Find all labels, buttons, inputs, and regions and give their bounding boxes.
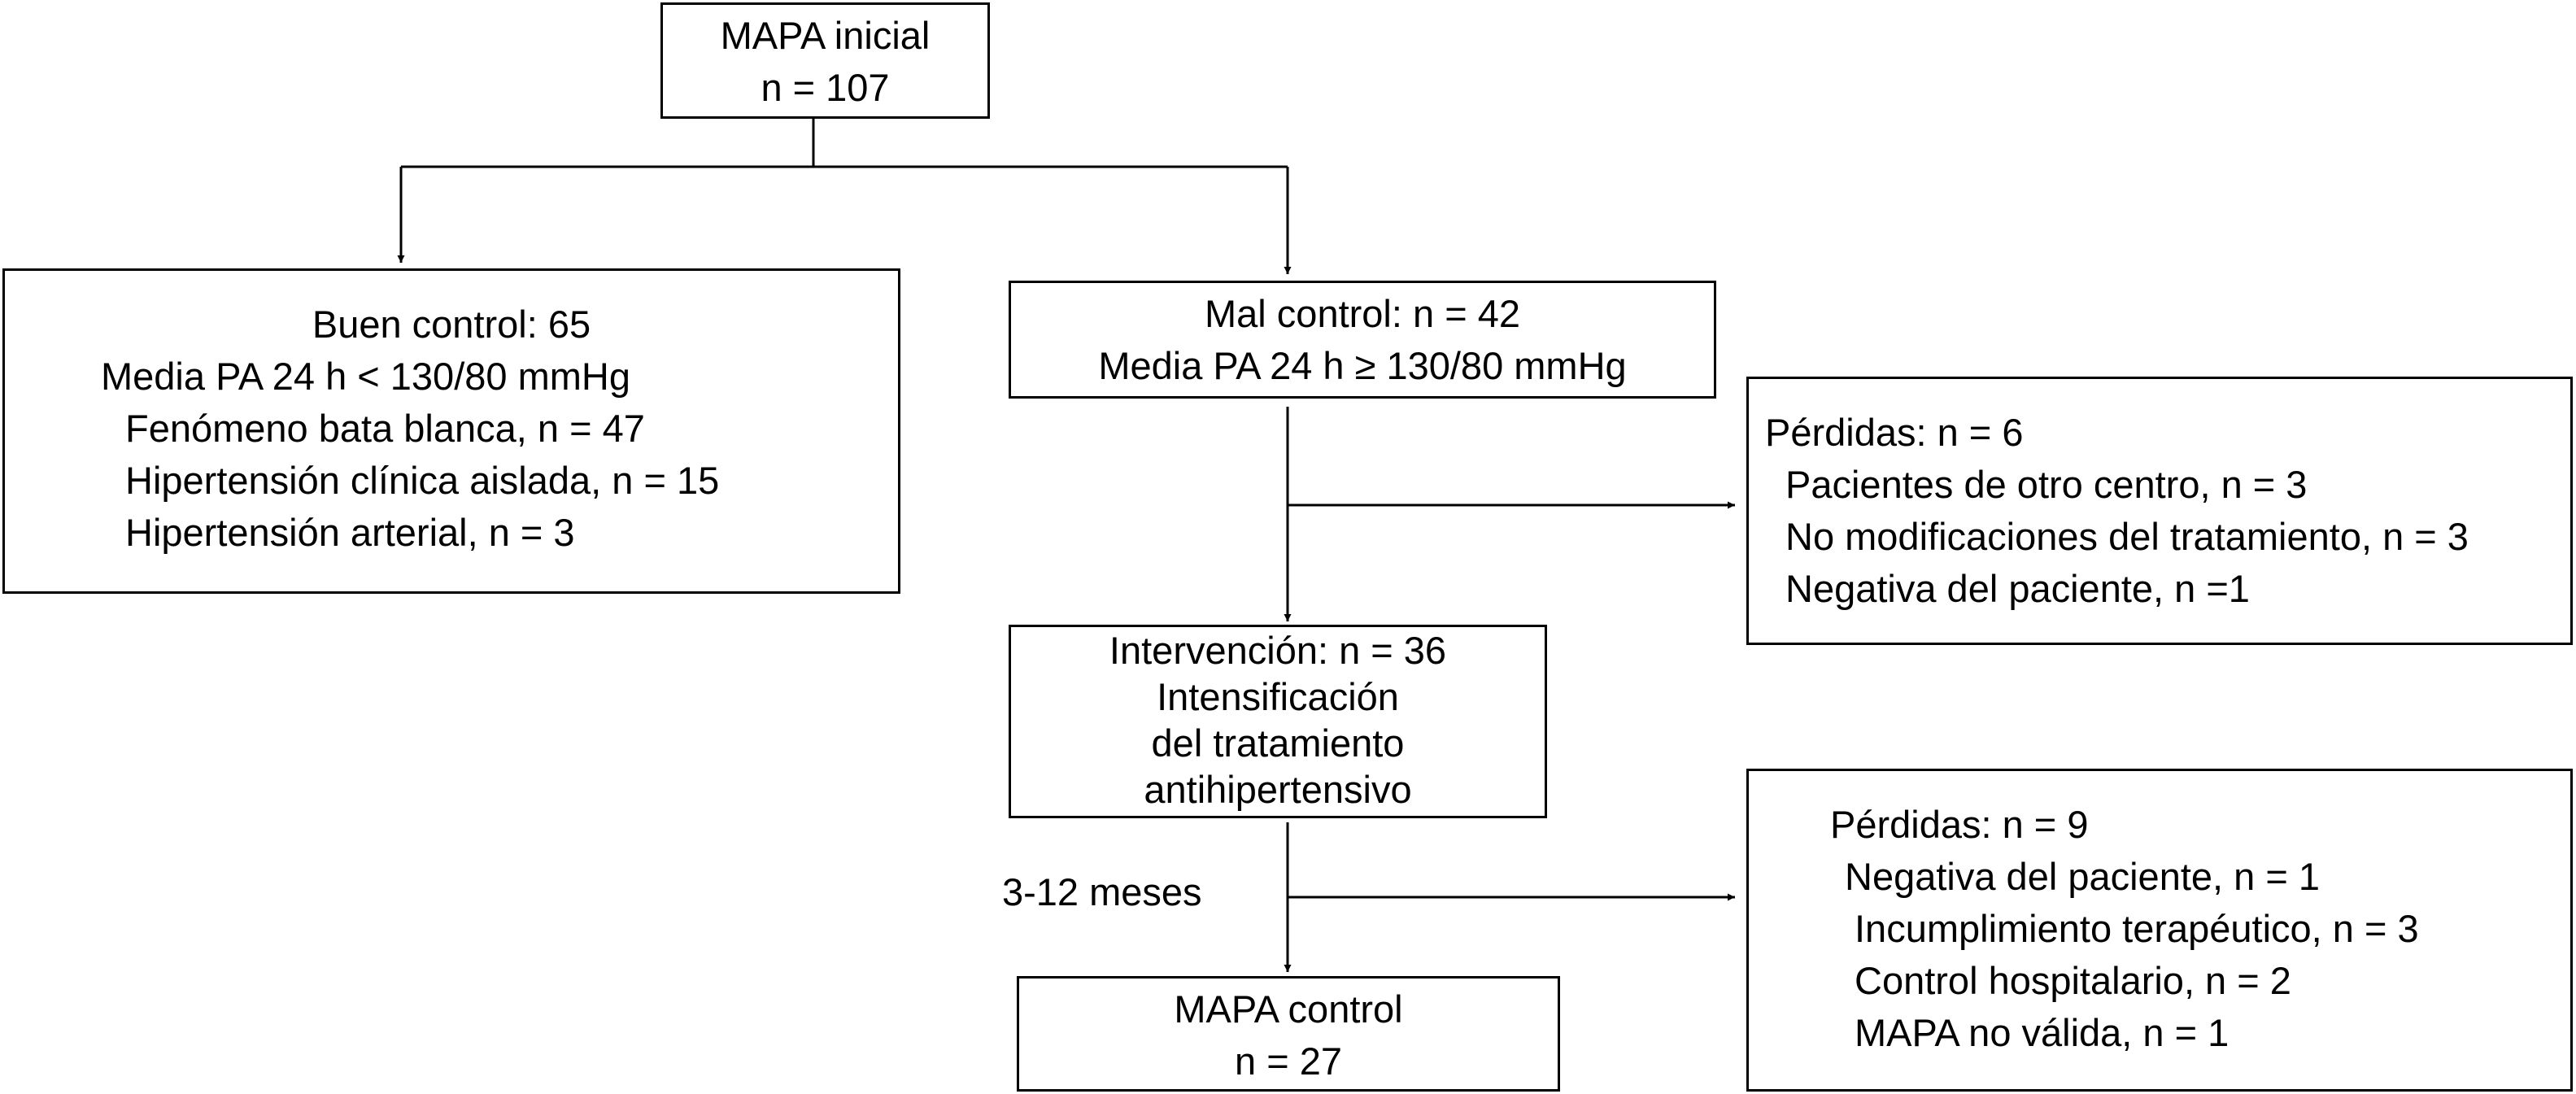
final-title: MAPA control [1174, 987, 1403, 1031]
good-control-criterion: Media PA 24 h < 130/80 mmHg [101, 355, 630, 398]
box-bad-control: Mal control: n = 42 Media PA 24 h ≥ 130/… [1009, 281, 1716, 399]
initial-title: MAPA inicial [720, 14, 931, 57]
good-control-title: Buen control: 65 [312, 303, 591, 346]
box-losses-2: Pérdidas: n = 9 Negativa del paciente, n… [1746, 769, 2573, 1092]
initial-count: n = 107 [761, 66, 890, 109]
box-good-control: Buen control: 65 Media PA 24 h < 130/80 … [2, 268, 900, 594]
losses-2-patient-refusal: Negativa del paciente, n = 1 [1845, 855, 2320, 898]
losses-1-patient-refusal: Negativa del paciente, n =1 [1785, 567, 2250, 610]
losses-1-no-treatment-change: No modificaciones del tratamiento, n = 3 [1785, 515, 2469, 558]
good-control-isolated-hypertension: Hipertensión clínica aislada, n = 15 [125, 459, 720, 502]
box-intervention: Intervención: n = 36 Intensificación del… [1009, 625, 1547, 818]
intervention-title: Intervención: n = 36 [1109, 629, 1447, 672]
box-losses-1: Pérdidas: n = 6 Pacientes de otro centro… [1746, 377, 2573, 645]
follow-up-period-label: 3-12 meses [1002, 870, 1202, 913]
box-final: MAPA control n = 27 [1017, 976, 1560, 1092]
intervention-detail-1: Intensificación [1157, 675, 1399, 718]
losses-1-other-center: Pacientes de otro centro, n = 3 [1785, 463, 2308, 506]
bad-control-criterion: Media PA 24 h ≥ 130/80 mmHg [1098, 344, 1627, 387]
losses-1-title: Pérdidas: n = 6 [1765, 411, 2024, 454]
intervention-detail-3: antihipertensivo [1144, 768, 1412, 811]
intervention-detail-2: del tratamiento [1151, 721, 1405, 765]
good-control-white-coat: Fenómeno bata blanca, n = 47 [125, 407, 645, 450]
losses-2-invalid-abpm: MAPA no válida, n = 1 [1855, 1011, 2229, 1054]
losses-2-non-adherence: Incumplimiento terapéutico, n = 3 [1855, 907, 2419, 950]
final-count: n = 27 [1235, 1040, 1342, 1083]
bad-control-title: Mal control: n = 42 [1205, 292, 1520, 335]
losses-2-title: Pérdidas: n = 9 [1830, 803, 2089, 846]
box-initial: MAPA inicial n = 107 [660, 2, 990, 119]
good-control-arterial-hypertension: Hipertensión arterial, n = 3 [125, 511, 575, 554]
losses-2-hospital-control: Control hospitalario, n = 2 [1855, 959, 2291, 1002]
